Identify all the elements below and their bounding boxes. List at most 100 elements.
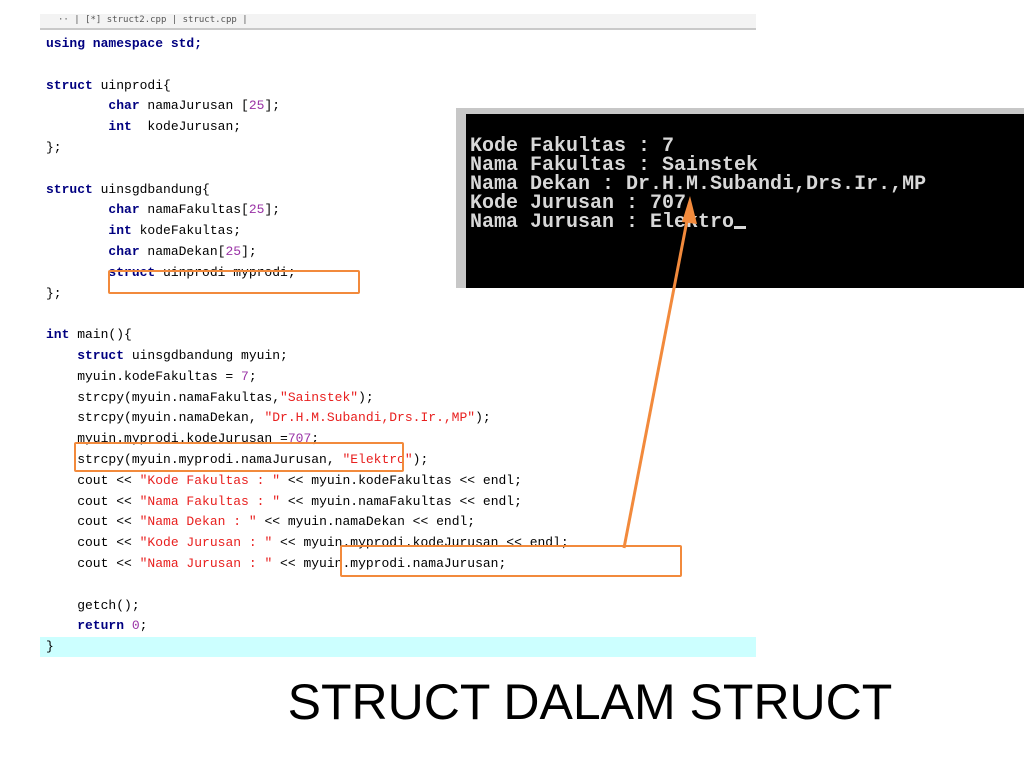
code-token: }; (46, 285, 62, 301)
code-token: "Sainstek" (280, 389, 359, 405)
console-line: Nama Dekan : Dr.H.M.Subandi,Drs.Ir.,MP (470, 173, 927, 196)
code-line[interactable]: struct uinsgdbandung{ (46, 180, 210, 200)
code-token: 25 (225, 244, 242, 259)
code-line[interactable]: int kodeFakultas; (46, 221, 241, 241)
code-token: ); (412, 452, 429, 467)
code-line[interactable]: cout << "Nama Jurusan : " << myuin.mypro… (46, 554, 506, 574)
code-token: namaDekan[ (139, 244, 226, 259)
code-token: "Kode Jurusan : " (139, 535, 273, 551)
code-token: return (46, 618, 125, 634)
code-line[interactable]: cout << "Nama Dekan : " << myuin.namaDek… (46, 512, 475, 532)
code-line[interactable]: strcpy(myuin.myprodi.namaJurusan, "Elekt… (46, 450, 428, 470)
code-token: strcpy(myuin.myprodi.namaJurusan, (46, 452, 343, 467)
code-token: char (46, 98, 140, 114)
code-line[interactable]: int main(){ (46, 325, 132, 345)
code-token: cout << (46, 556, 140, 571)
code-line[interactable]: int kodeJurusan; (46, 117, 241, 137)
highlight-nested-struct-member (108, 270, 360, 294)
code-line[interactable]: cout << "Kode Fakultas : " << myuin.kode… (46, 471, 522, 491)
code-token: "Kode Fakultas : " (139, 472, 281, 488)
console-output-area: Kode Fakultas : 7 Nama Fakultas : Sainst… (466, 114, 1024, 288)
code-token: struct (46, 264, 156, 280)
code-line[interactable]: }; (46, 284, 62, 304)
code-line[interactable]: return 0; (46, 616, 147, 636)
code-token: cout << (46, 472, 140, 488)
code-token: }; (46, 140, 62, 155)
code-token: myuin.kodeFakultas = (46, 368, 242, 384)
code-token: namaJurusan [ (139, 98, 249, 114)
code-token: uinprodi myprodi; (155, 264, 296, 280)
console-line: Nama Jurusan : Elektro (470, 211, 735, 234)
code-line[interactable]: strcpy(myuin.namaDekan, "Dr.H.M.Subandi,… (46, 408, 491, 428)
code-line[interactable]: } (40, 637, 756, 658)
code-line[interactable]: char namaJurusan [25]; (46, 96, 280, 116)
highlight-assignment-line (74, 442, 404, 472)
slide-title: STRUCT DALAM STRUCT (287, 674, 893, 730)
code-token: cout << (46, 514, 140, 530)
code-line[interactable]: struct uinprodi{ (46, 76, 171, 96)
code-line[interactable]: cout << "Nama Fakultas : " << myuin.nama… (46, 492, 522, 512)
code-token: << myuin.namaDekan << endl; (256, 514, 476, 530)
code-token: 0 (131, 618, 140, 634)
code-line[interactable]: char namaDekan[25]; (46, 242, 257, 262)
code-token: "Nama Fakultas : " (139, 493, 281, 509)
code-token: namaFakultas[ (139, 202, 249, 218)
code-token: "Elektro" (342, 452, 413, 467)
code-token: << myuin.kodeFakultas << endl; (280, 472, 522, 488)
console-text: Kode Fakultas : 7 Nama Fakultas : Sainst… (470, 118, 927, 234)
code-line[interactable]: struct uinsgdbandung myuin; (46, 346, 288, 366)
code-token: ); (358, 389, 374, 405)
console-window: Kode Fakultas : 7 Nama Fakultas : Sainst… (456, 108, 1024, 288)
code-token: main(){ (69, 327, 132, 343)
code-token: using namespace std; (46, 36, 203, 51)
code-line[interactable]: strcpy(myuin.namaFakultas,"Sainstek"); (46, 388, 374, 408)
code-token: uinprodi{ (92, 77, 171, 93)
code-token: ]; (264, 202, 281, 218)
code-token: uinsgdbandung myuin; (124, 348, 288, 363)
code-token: ); (475, 410, 491, 426)
code-token: struct (46, 181, 93, 197)
code-line[interactable]: }; (46, 138, 62, 158)
code-token: strcpy(myuin.namaFakultas, (46, 389, 281, 405)
code-token: 7 (241, 368, 249, 384)
code-token: strcpy(myuin.namaDekan, (46, 410, 265, 426)
code-token: ]; (241, 244, 257, 259)
code-token: cout << (46, 535, 140, 551)
code-line[interactable]: getch(); (46, 596, 140, 616)
console-line: Nama Fakultas : Sainstek (470, 154, 759, 177)
code-line[interactable]: char namaFakultas[25]; (46, 200, 280, 220)
code-token: "Nama Dekan : " (139, 514, 257, 530)
code-token: char (46, 244, 140, 259)
code-token: struct (46, 348, 125, 363)
code-token: ; (311, 431, 320, 447)
code-token: ]; (264, 98, 281, 114)
code-token: getch(); (46, 597, 140, 613)
code-token: "Nama Jurusan : " (139, 556, 273, 571)
code-token: struct (46, 77, 93, 93)
code-token: int (46, 327, 70, 343)
code-token: uinsgdbandung{ (92, 181, 210, 197)
highlight-cout-expression (340, 545, 682, 577)
code-token: int (46, 119, 132, 135)
code-line[interactable]: using namespace std; (46, 34, 202, 54)
code-line[interactable]: myuin.kodeFakultas = 7; (46, 367, 257, 387)
console-line: Kode Fakultas : 7 (470, 135, 675, 158)
code-token: 25 (248, 202, 265, 218)
code-token: "Dr.H.M.Subandi,Drs.Ir.,MP" (264, 410, 476, 426)
code-token (124, 618, 132, 633)
code-token: kodeJurusan; (131, 119, 242, 135)
code-token: << myuin.myprodi.namaJurusan; (272, 556, 507, 571)
console-line: Kode Jurusan : 707 (470, 192, 687, 215)
code-token: ; (139, 618, 148, 634)
code-token: ; (248, 368, 257, 384)
code-token: 25 (248, 98, 265, 114)
code-token: kodeFakultas; (131, 223, 242, 239)
code-token: cout << (46, 493, 140, 509)
code-token: char (46, 202, 140, 218)
console-cursor (734, 226, 747, 229)
code-token: int (46, 223, 132, 239)
code-line[interactable]: struct uinprodi myprodi; (46, 263, 296, 283)
code-token: } (46, 639, 54, 655)
editor-tabstrip[interactable]: ·· | [*] struct2.cpp | struct.cpp | (40, 14, 756, 30)
code-token: << myuin.namaFakultas << endl; (280, 493, 522, 509)
